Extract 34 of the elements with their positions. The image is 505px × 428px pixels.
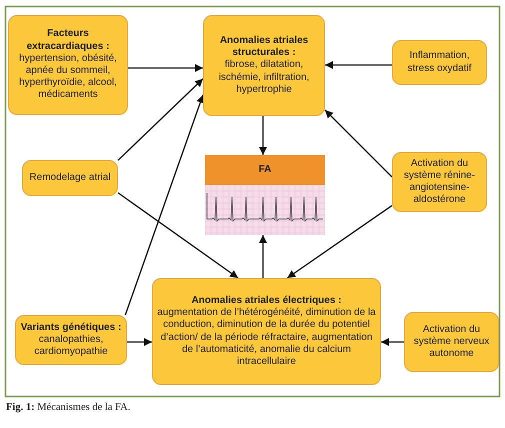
process-box (392, 152, 487, 212)
arrow (128, 64, 203, 72)
process-box (392, 40, 487, 85)
arrow (325, 61, 392, 69)
arrow (127, 338, 152, 346)
figure-caption: Fig. 1: Mécanismes de la FA. (6, 402, 130, 413)
arrow (124, 94, 204, 316)
box-heading: Anomalies atriales électriques : (191, 294, 342, 308)
arrow (381, 338, 404, 346)
process-box (8, 15, 128, 115)
box-heading: Facteurs extracardiaques : (26, 28, 110, 53)
box-text: Activation du système rénine-angiotensine-aldostérone (402, 158, 476, 206)
arrow (259, 235, 267, 278)
box-text: Activation du système nerveux autonome (412, 324, 490, 360)
arrow (259, 116, 267, 155)
box-heading: Anomalies atriales structurales : (218, 35, 310, 60)
box-text: canalopathies, cardiomyopathie (33, 334, 109, 358)
process-box (404, 312, 499, 372)
box-heading: Variants génétiques : (20, 322, 122, 334)
header-band: FA (205, 155, 325, 185)
process-box (15, 315, 127, 365)
arrow (118, 78, 204, 161)
arrow (118, 192, 238, 279)
arrow (286, 205, 392, 279)
process-box (152, 278, 381, 385)
box-text: augmentation de l’hétérogénéité, diminution de la conduction, diminution de la durée du potentiel d’action/ de la période réfractaire, augmentation de l’automaticité, anomalie du calcium intracellulaire (157, 307, 376, 368)
box-text: Remodelage atrial (29, 172, 111, 184)
box-text: hypertension, obésité, apnée du sommeil, hyperthyroïdie, alcool, médicaments (18, 52, 118, 102)
process-box (203, 15, 325, 116)
box-text: Inflammation, stress oxydatif (406, 50, 472, 75)
ecg-panel (205, 155, 325, 235)
arrow (324, 110, 392, 178)
process-box (22, 160, 118, 196)
box-text: fibrose, dilatation, ischémie, infiltration, hypertrophie (218, 59, 310, 96)
